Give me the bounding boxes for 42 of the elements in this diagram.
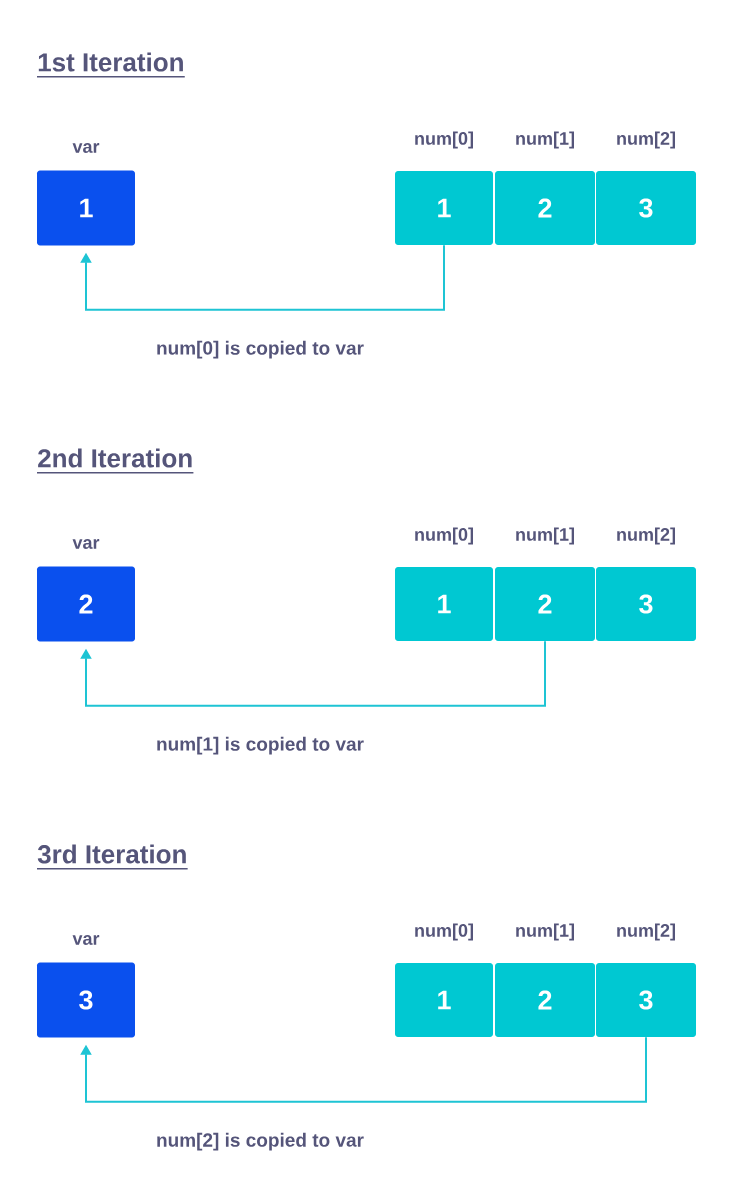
node-label: 3 — [639, 594, 653, 614]
node-label: 3 — [639, 990, 653, 1010]
array-cell: 1 — [395, 171, 493, 245]
index-label: num[1] — [516, 131, 574, 149]
node-label: 2 — [538, 990, 552, 1010]
array-cell: 3 — [596, 963, 696, 1037]
variable-box: 2 — [37, 566, 135, 642]
index-label: var — [72, 935, 100, 945]
node-label: 2 — [538, 198, 552, 218]
index-label: var — [72, 143, 100, 153]
edge-label: num[0] is copied to var — [157, 340, 364, 359]
node-label: 2 — [538, 594, 552, 614]
node-label: 1 — [438, 594, 451, 614]
index-label: num[2] — [617, 527, 675, 545]
array-cell: 2 — [495, 171, 595, 245]
variable-box: 1 — [37, 170, 135, 246]
node-label: 1 — [438, 198, 451, 218]
node-label: 1 — [438, 990, 451, 1010]
index-label: num[2] — [617, 923, 675, 941]
array-cell: 2 — [495, 567, 595, 641]
node-label: 3 — [639, 198, 653, 218]
index-label: num[1] — [516, 527, 574, 545]
index-label: var — [72, 539, 100, 549]
array-cell: 2 — [495, 963, 595, 1037]
array-cell: 1 — [395, 963, 493, 1037]
arrow — [80, 1036, 647, 1103]
array-cell: 3 — [596, 567, 696, 641]
index-label: num[0] — [415, 527, 473, 545]
arrow — [80, 640, 546, 707]
edge-label: num[1] is copied to var — [157, 736, 364, 755]
index-label: num[0] — [415, 131, 473, 149]
edge-label: num[2] is copied to var — [157, 1132, 364, 1151]
index-label: num[1] — [516, 923, 574, 941]
array-cell: 1 — [395, 567, 493, 641]
index-label: num[2] — [617, 131, 675, 149]
variable-box: 3 — [37, 962, 135, 1038]
heading: 2nd Iteration — [38, 448, 192, 468]
heading: 3rd Iteration — [37, 844, 186, 864]
heading: 1st Iteration — [38, 52, 183, 72]
array-cell: 3 — [596, 171, 696, 245]
index-label: num[0] — [415, 923, 473, 941]
arrow — [80, 244, 445, 311]
